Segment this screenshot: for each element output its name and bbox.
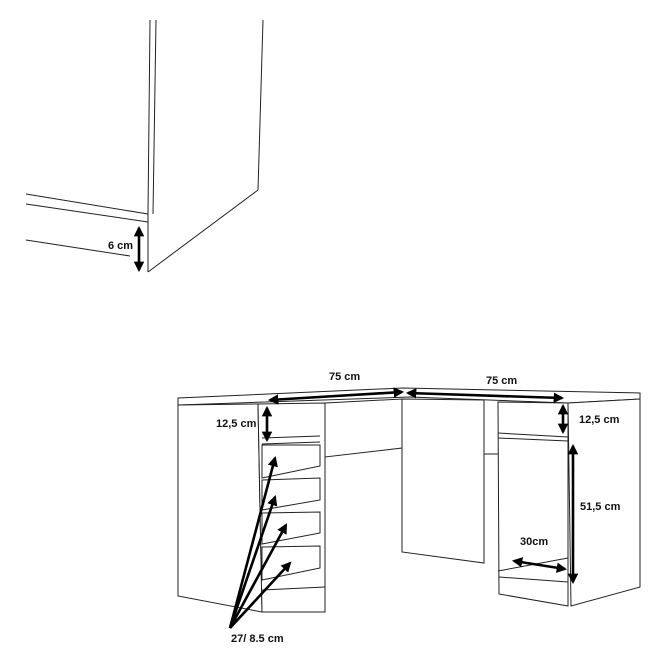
right-height-label: 51,5 cm [580, 501, 621, 513]
plinth-height-label: 6 cm [108, 240, 134, 252]
cabinet-corner-detail [25, 19, 264, 273]
modesty-panel [324, 398, 403, 458]
center-panel [401, 398, 485, 564]
shelf-depth-label: 30cm [520, 536, 549, 548]
left-compartment-label: 12,5 cm [216, 418, 257, 430]
drawer-arrows [228, 455, 292, 629]
right-width-label: 75 cm [486, 375, 518, 387]
corner-desk [177, 387, 641, 629]
left-width-arrow [267, 387, 405, 405]
drawer [261, 444, 321, 479]
shelf-depth-arrow [511, 557, 568, 573]
right-width-arrow [405, 388, 565, 403]
left-side-panel [177, 403, 263, 613]
drawer-label: 27/ 8.5 cm [231, 633, 284, 645]
right-pedestal-front [497, 401, 569, 607]
left-width-label: 75 cm [329, 371, 361, 383]
drawer-arrow [228, 523, 288, 629]
drawer-arrow [228, 495, 278, 629]
right-compartment-label: 12,5 cm [579, 414, 620, 426]
drawer-arrow [228, 455, 278, 629]
drawer-arrow [229, 561, 292, 629]
